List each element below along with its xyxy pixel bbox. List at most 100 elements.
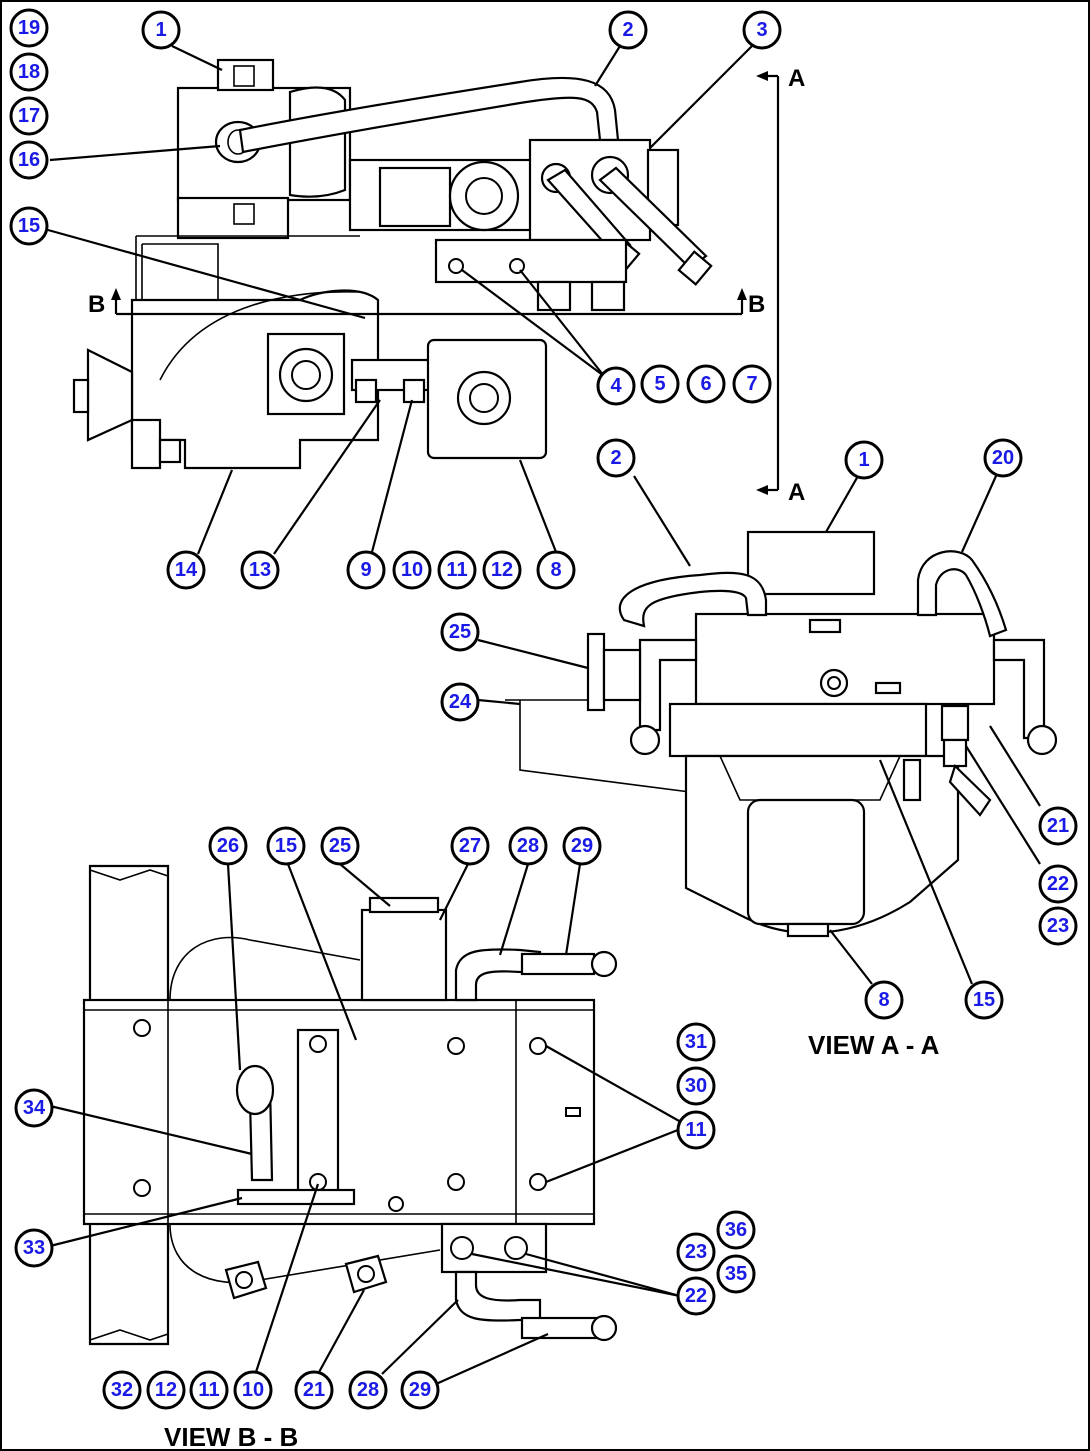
- svg-text:30: 30: [685, 1075, 707, 1097]
- svg-text:2: 2: [610, 447, 621, 469]
- callout-33-view-b: 33: [14, 1228, 54, 1268]
- callout-12-view-b: 12: [146, 1370, 186, 1410]
- svg-text:12: 12: [155, 1379, 177, 1401]
- svg-text:11: 11: [446, 559, 467, 581]
- callout-1-view-a: 1: [844, 440, 884, 480]
- callout-18: 18: [9, 52, 49, 92]
- svg-text:4: 4: [610, 375, 622, 397]
- svg-text:18: 18: [18, 61, 40, 83]
- callout-32-view-b: 32: [102, 1370, 142, 1410]
- callout-14: 14: [166, 550, 206, 590]
- svg-text:6: 6: [700, 373, 711, 395]
- callout-25-view-a: 25: [440, 612, 480, 652]
- svg-text:8: 8: [878, 989, 889, 1011]
- svg-text:9: 9: [360, 559, 371, 581]
- view-a-drawing: [505, 530, 1058, 938]
- svg-text:16: 16: [18, 149, 40, 171]
- svg-text:19: 19: [18, 17, 40, 39]
- callout-31-view-b: 31: [676, 1022, 716, 1062]
- section-a-top-letter: A: [788, 65, 805, 92]
- section-b-left-letter: B: [88, 291, 105, 318]
- callout-29b-view-b: 29: [400, 1370, 440, 1410]
- callout-26-view-b: 26: [208, 826, 248, 866]
- svg-text:28: 28: [357, 1379, 379, 1401]
- callout-8-top: 8: [536, 550, 576, 590]
- svg-text:20: 20: [992, 447, 1014, 469]
- view-b-drawing: [82, 864, 618, 1346]
- callout-5: 5: [640, 364, 680, 404]
- svg-text:10: 10: [242, 1379, 264, 1401]
- callout-28b-view-b: 28: [348, 1370, 388, 1410]
- callout-10-view-b: 10: [233, 1370, 273, 1410]
- svg-text:23: 23: [1047, 915, 1069, 937]
- callout-10: 10: [392, 550, 432, 590]
- svg-text:21: 21: [1047, 815, 1069, 837]
- callout-21-view-a: 21: [1038, 806, 1078, 846]
- svg-text:29: 29: [409, 1379, 431, 1401]
- svg-text:35: 35: [725, 1263, 747, 1285]
- callout-11b-view-b: 11: [189, 1370, 229, 1410]
- callout-2-top: 2: [608, 10, 648, 50]
- main-view-drawing: [72, 58, 713, 470]
- callout-21-view-b: 21: [294, 1370, 334, 1410]
- callout-6: 6: [686, 364, 726, 404]
- callout-24-view-a: 24: [440, 682, 480, 722]
- callout-23-view-a: 23: [1038, 906, 1078, 946]
- callout-29-view-b: 29: [562, 826, 602, 866]
- svg-text:15: 15: [275, 835, 297, 857]
- svg-text:14: 14: [175, 559, 198, 581]
- svg-text:15: 15: [973, 989, 995, 1011]
- callout-4: 4: [596, 366, 636, 406]
- callout-22-view-b: 22: [676, 1276, 716, 1316]
- section-lines: [111, 71, 780, 495]
- callout-2-view-a: 2: [596, 438, 636, 478]
- callout-22-view-a: 22: [1038, 864, 1078, 904]
- callout-30-view-b: 30: [676, 1066, 716, 1106]
- svg-text:26: 26: [217, 835, 239, 857]
- svg-text:13: 13: [249, 559, 271, 581]
- callout-34-view-b: 34: [14, 1088, 54, 1128]
- callout-15-view-b: 15: [266, 826, 306, 866]
- section-b-right-letter: B: [748, 291, 765, 318]
- svg-text:23: 23: [685, 1241, 707, 1263]
- svg-text:34: 34: [23, 1097, 46, 1119]
- callout-35-view-b: 35: [716, 1254, 756, 1294]
- svg-text:12: 12: [491, 559, 513, 581]
- svg-text:28: 28: [517, 835, 539, 857]
- callout-25-view-b: 25: [320, 826, 360, 866]
- view-a-leaders: [477, 475, 1041, 985]
- callout-3-top: 3: [742, 10, 782, 50]
- svg-text:10: 10: [401, 559, 423, 581]
- view-b-leaders: [49, 863, 689, 1386]
- callout-15-view-a: 15: [964, 980, 1004, 1020]
- view-a-caption: VIEW A - A: [808, 1030, 940, 1060]
- callouts: 19 18 17 16 1 2 3 15 4 5 6 7 14 13 9 10 …: [9, 8, 1078, 1410]
- callout-13: 13: [240, 550, 280, 590]
- callout-19: 19: [9, 8, 49, 48]
- svg-text:1: 1: [155, 19, 166, 41]
- callout-11-view-b: 11: [676, 1110, 716, 1150]
- svg-text:11: 11: [198, 1379, 219, 1401]
- callout-12: 12: [482, 550, 522, 590]
- svg-text:11: 11: [685, 1119, 706, 1141]
- svg-text:17: 17: [18, 105, 40, 127]
- callout-8-view-a: 8: [864, 980, 904, 1020]
- svg-text:2: 2: [622, 19, 633, 41]
- callout-23-view-b: 23: [676, 1232, 716, 1272]
- callout-11: 11: [437, 550, 477, 590]
- callout-16: 16: [9, 140, 49, 180]
- callout-27-view-b: 27: [450, 826, 490, 866]
- svg-text:24: 24: [449, 691, 472, 713]
- svg-text:22: 22: [1047, 873, 1069, 895]
- section-a-bottom-letter: A: [788, 479, 805, 506]
- svg-text:27: 27: [459, 835, 481, 857]
- callout-15-top: 15: [9, 206, 49, 246]
- svg-text:32: 32: [111, 1379, 133, 1401]
- svg-text:7: 7: [746, 373, 757, 395]
- svg-text:8: 8: [550, 559, 561, 581]
- svg-text:29: 29: [571, 835, 593, 857]
- view-b-caption: VIEW B - B: [164, 1422, 298, 1451]
- callout-28-view-b: 28: [508, 826, 548, 866]
